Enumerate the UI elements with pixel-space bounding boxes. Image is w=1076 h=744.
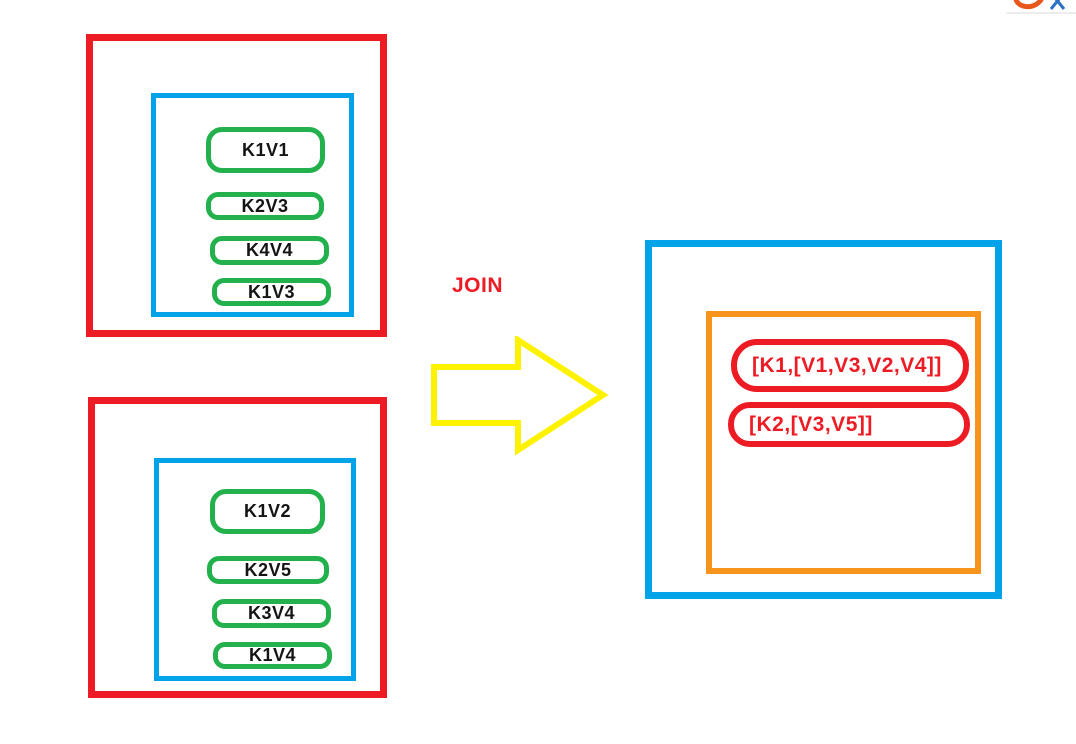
- dataset2-inner-frame: [154, 458, 356, 681]
- watermark-underline: [1006, 12, 1076, 14]
- result-outer-frame: [645, 240, 1002, 599]
- dataset1-kv-pair: K1V1: [206, 127, 325, 173]
- dataset2-outer-frame: [88, 397, 387, 698]
- dataset1-kv-pair: K1V3: [212, 278, 331, 306]
- dataset1-inner-frame: [151, 93, 354, 317]
- result-kv-group: [K2,[V3,V5]]: [728, 402, 970, 447]
- join-operation-label: JOIN: [452, 274, 504, 297]
- dataset1-kv-pair: K2V3: [206, 192, 324, 220]
- dataset1-kv-pair: K4V4: [210, 236, 329, 265]
- dataset2-kv-pair: K1V4: [213, 642, 332, 669]
- dataset2-kv-pair: K2V5: [207, 556, 329, 584]
- dataset1-outer-frame: [86, 34, 387, 337]
- dataset2-kv-pair: K3V4: [212, 599, 331, 628]
- result-kv-group: [K1,[V1,V3,V2,V4]]: [731, 339, 969, 392]
- join-arrow-icon: [431, 336, 609, 456]
- result-inner-frame: [706, 311, 981, 574]
- watermark-logo-letter-icon: [1049, 0, 1066, 10]
- watermark-logo-swoosh-icon: [1010, 0, 1048, 13]
- dataset2-kv-pair: K1V2: [210, 489, 325, 534]
